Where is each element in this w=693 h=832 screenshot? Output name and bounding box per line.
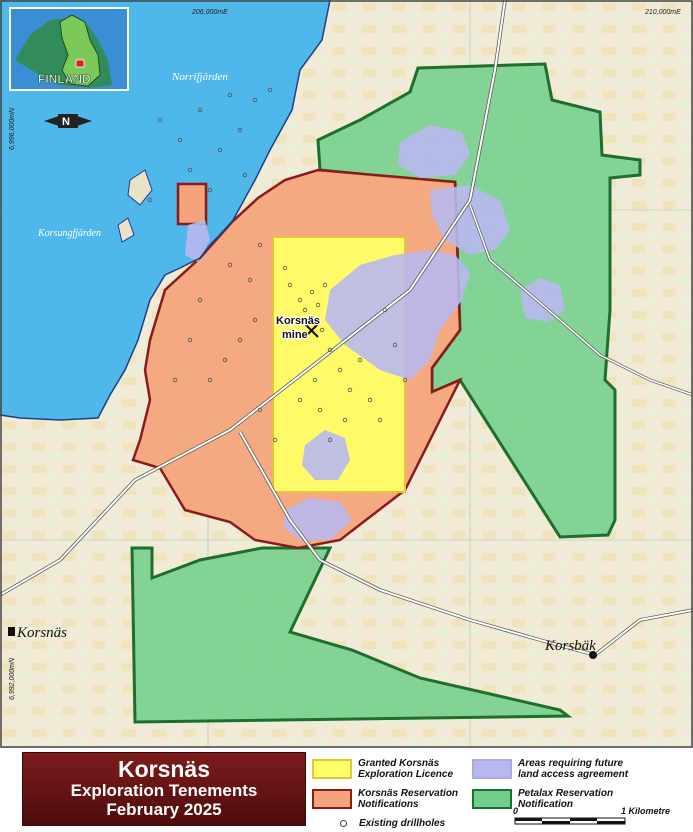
easting-label-2: 210,000mE [644, 9, 681, 16]
scale-bar: 0 1 Kilometre [513, 806, 683, 830]
inset-country-label: FINLAND [38, 72, 91, 86]
future-access-areas [185, 125, 565, 540]
mine-label-line1: Korsnäs [276, 315, 320, 327]
legend-granted-line2: Exploration Licence [358, 769, 454, 780]
title-main: Korsnäs [117, 756, 211, 782]
legend-korsnas-reservation-line2: Notifications [358, 799, 419, 810]
norrfjarden-label: Norrifjärden [171, 71, 228, 83]
korsbak-town-marker [589, 651, 597, 659]
legend-future-access-line2: land access agreement [518, 769, 629, 780]
legend-korsnas-reservation-swatch [312, 789, 352, 809]
roads [0, 0, 693, 657]
petalax-reservation-south [130, 546, 573, 724]
northing-label-2: 6,992,000mN [9, 657, 16, 700]
map-frame [0, 0, 693, 748]
legend-petalax-reservation-line1: Petalax Reservation [518, 788, 614, 799]
north-arrow: N [44, 114, 92, 128]
korsbak-town-label: Korsbäk [544, 638, 596, 654]
title-sub: Exploration Tenements [70, 781, 258, 800]
title-date: February 2025 [106, 800, 222, 819]
island [117, 217, 135, 243]
drillhole-symbol-icon [340, 820, 347, 827]
legend-drillholes-label: Existing drillholes [359, 818, 446, 829]
legend-drillholes: Existing drillholes [340, 818, 445, 829]
mine-symbol [304, 323, 319, 338]
map-canvas: Korsnäs mine Norrifjärden Korsungfjärden… [0, 0, 693, 748]
legend-future-access-line1: Areas requiring future [518, 758, 624, 769]
legend-future-access-swatch [472, 759, 512, 779]
legend-petalax-reservation: Petalax Reservation Notification [472, 788, 633, 810]
scale-end-label: 1 Kilometre [621, 806, 671, 816]
easting-label-1: 206,000mE [191, 9, 228, 16]
korsnas-town-label: Korsnäs [16, 625, 67, 641]
island [127, 169, 153, 206]
title-box: Korsnäs Exploration Tenements February 2… [22, 752, 306, 826]
legend-korsnas-reservation-line1: Korsnäs Reservation [358, 788, 459, 799]
korsungfjarden-label: Korsungfjärden [37, 228, 101, 239]
scale-bar-graphic [514, 817, 626, 825]
mine-label-line2: mine [282, 329, 308, 341]
legend-granted-line1: Granted Korsnäs [358, 758, 440, 769]
scale-start-label: 0 [513, 806, 519, 816]
drillholes [147, 87, 408, 443]
coastline [0, 0, 331, 421]
north-arrow-label: N [62, 116, 70, 128]
legend-panel: Korsnäs Exploration Tenements February 2… [0, 748, 693, 832]
legend-petalax-reservation-swatch [472, 789, 512, 809]
legend-granted-swatch [312, 759, 352, 779]
northing-label-1: 6,996,000mN [9, 107, 16, 150]
korsnas-town-marker [8, 627, 15, 636]
legend-future-access: Areas requiring future land access agree… [472, 758, 658, 780]
legend-granted: Granted Korsnäs Exploration Licence [312, 758, 473, 780]
korsnas-reservation-small [176, 182, 208, 226]
legend-korsnas-reservation: Korsnäs Reservation Notifications [312, 788, 473, 810]
legend-petalax-reservation-line2: Notification [518, 799, 573, 810]
finland-inset: FINLAND [9, 7, 129, 91]
